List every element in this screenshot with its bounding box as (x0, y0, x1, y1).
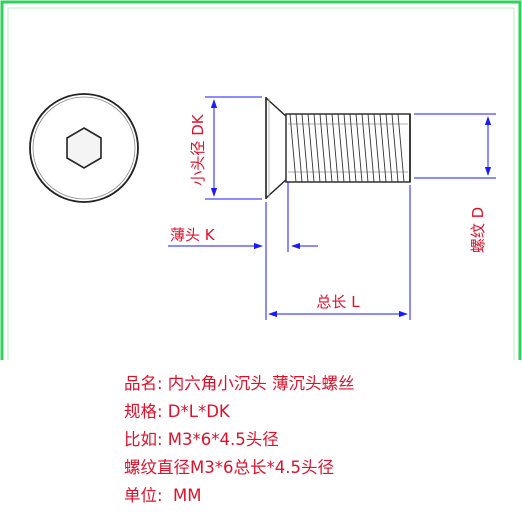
head-inner-circle (32, 96, 136, 200)
dim-thread-diameter (414, 113, 496, 179)
hex-socket-icon (66, 127, 102, 169)
thread-line (301, 113, 309, 183)
frame-outer (0, 0, 522, 360)
spec-format: 规格: D*L*DK (124, 402, 230, 421)
thread-line (379, 113, 387, 183)
thread-line (367, 113, 375, 183)
side-view (265, 97, 411, 199)
thread-line (397, 113, 405, 183)
thread-line (373, 113, 381, 183)
thread-line (331, 113, 339, 183)
thread-line (313, 113, 321, 183)
dim-head-diameter (205, 96, 262, 200)
thread-line (355, 113, 363, 183)
thread-line (337, 113, 345, 183)
countersunk-head (266, 97, 286, 199)
spec-example: 比如: M3*6*4.5头径 (124, 430, 279, 449)
end-view (29, 93, 139, 203)
dim-total-length (265, 185, 411, 320)
spec-product-name: 品名: 内六角小沉头 薄沉头螺丝 (124, 374, 355, 393)
thread-lines (289, 113, 405, 183)
thread-line (295, 113, 303, 183)
spec-unit: 单位: MM (124, 486, 202, 505)
thread-line (325, 113, 333, 183)
head-thick-label: 薄头 K (170, 226, 216, 244)
thread-line (307, 113, 315, 183)
thread-line (289, 113, 297, 183)
dim-head-thickness (168, 182, 318, 252)
thread-line (343, 113, 351, 183)
length-label: 总长 L (316, 293, 360, 311)
thread-line (361, 113, 369, 183)
thread-line (319, 113, 327, 183)
thread-line (385, 113, 393, 183)
spec-example-detail: 螺纹直径M3*6总长*4.5头径 (124, 458, 334, 477)
thread-line (391, 113, 399, 183)
thread-dia-label: 螺纹 D (469, 207, 487, 253)
head-dia-label: 小头径 DK (189, 113, 207, 185)
technical-drawing: 小头径 DK 薄头 K 总长 L 螺纹 D (0, 0, 522, 360)
frame-inner (7, 7, 515, 360)
thread-line (349, 113, 357, 183)
